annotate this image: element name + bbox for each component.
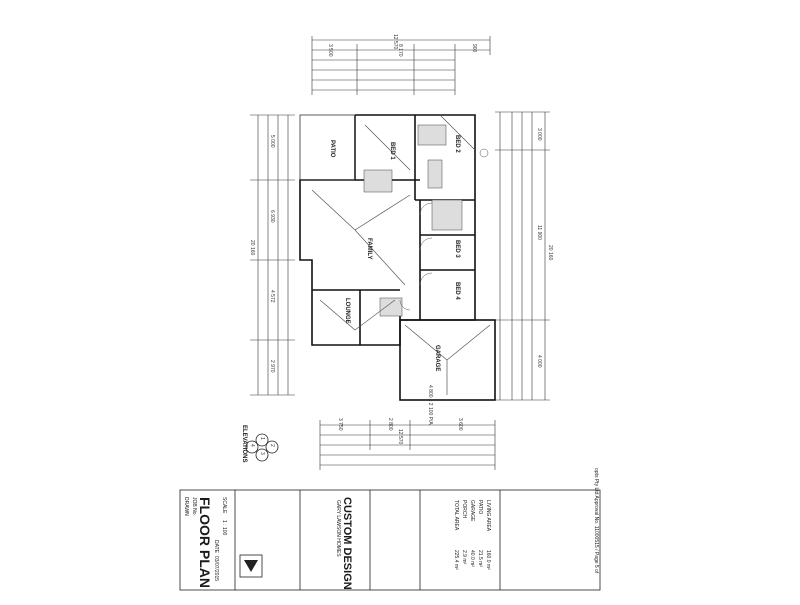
room-bed3: BED 3 xyxy=(454,240,460,258)
room-patio: PATIO xyxy=(329,140,335,158)
roof-lines xyxy=(311,114,491,395)
area-garage: GARAGE xyxy=(469,500,475,522)
elevations-label: ELEVATIONS xyxy=(241,425,247,463)
elevation-4: 4 xyxy=(249,444,255,447)
garage-outline xyxy=(399,319,496,401)
drawn-label: DRAWN xyxy=(183,497,189,516)
area-patio: PATIO xyxy=(477,500,483,515)
room-lounge: LOUNGE xyxy=(344,298,350,324)
garage-door-spec: 4 800 x 2 100 P/A xyxy=(427,385,433,425)
date-value: 03/07/2015 xyxy=(213,556,219,582)
room-bed4: BED 4 xyxy=(454,282,460,300)
elevation-compass xyxy=(245,433,279,462)
elevation-1: 1 xyxy=(259,437,265,440)
area-total-value: 225.4 m² xyxy=(453,550,459,570)
title-block-frame xyxy=(179,489,601,591)
date-label: DATE xyxy=(213,540,219,553)
left-dimension-lines xyxy=(250,114,295,396)
elevation-2: 2 xyxy=(269,444,275,447)
room-garage: GARAGE xyxy=(434,345,440,372)
room-bed1: BED 1 xyxy=(389,142,395,160)
designer-name: GARY LAWSON HOMES xyxy=(335,500,341,557)
bottom-dimension-lines xyxy=(319,420,496,470)
dim-right-overall: 20 160 xyxy=(547,245,553,261)
area-porch: PORCH xyxy=(461,500,467,519)
dim-left-2: 6 930 xyxy=(269,210,275,223)
company-name: CUSTOM DESIGN xyxy=(341,497,353,590)
dim-top-2: 8 170 xyxy=(397,44,403,57)
scale-label: SCALE xyxy=(221,497,227,514)
area-porch-value: 2.9 m² xyxy=(461,550,467,565)
elevation-3: 3 xyxy=(259,452,265,455)
patio-outline xyxy=(299,114,356,181)
scale-value: 1 : 100 xyxy=(221,520,227,536)
door-swings xyxy=(399,148,489,311)
dim-top-1: 3 500 xyxy=(327,44,333,57)
room-family: FAMILY xyxy=(366,238,372,260)
area-living: LIVING AREA xyxy=(485,500,491,532)
dim-right-2: 11 900 xyxy=(536,225,542,240)
room-bed2: BED 2 xyxy=(454,135,460,153)
dim-left-3: 4 572 xyxy=(269,290,275,303)
dim-right-3: 4 000 xyxy=(536,355,542,368)
dim-top-3: 900 xyxy=(471,44,477,53)
dim-left-1: 5 000 xyxy=(269,135,275,148)
area-total: TOTAL AREA xyxy=(453,500,459,531)
dim-bottom-1: 3 750 xyxy=(337,418,343,431)
dim-bottom-3: 3 600 xyxy=(457,418,463,431)
area-patio-value: 21.5 m² xyxy=(477,550,483,567)
wet-areas xyxy=(363,124,463,317)
dim-overall-bottom: 12 570 xyxy=(397,429,403,445)
dim-right-1: 3 000 xyxy=(536,128,542,141)
top-dimension-lines xyxy=(311,36,491,95)
dim-bottom-2: 2 800 xyxy=(387,418,393,431)
job-label: JOB No. xyxy=(191,497,197,516)
right-dimension-lines xyxy=(495,111,550,401)
company-logo xyxy=(239,554,263,578)
dim-left-4: 2 970 xyxy=(269,360,275,373)
area-living-value: 160.0 m² xyxy=(485,550,491,570)
area-garage-value: 40.0 m² xyxy=(469,550,475,567)
dim-left-overall: 20 160 xyxy=(249,240,255,256)
approval-note: opts Pty Ltd Approval No. 11000515 / Pag… xyxy=(593,468,599,574)
drawing-title: FLOOR PLAN xyxy=(197,497,213,588)
